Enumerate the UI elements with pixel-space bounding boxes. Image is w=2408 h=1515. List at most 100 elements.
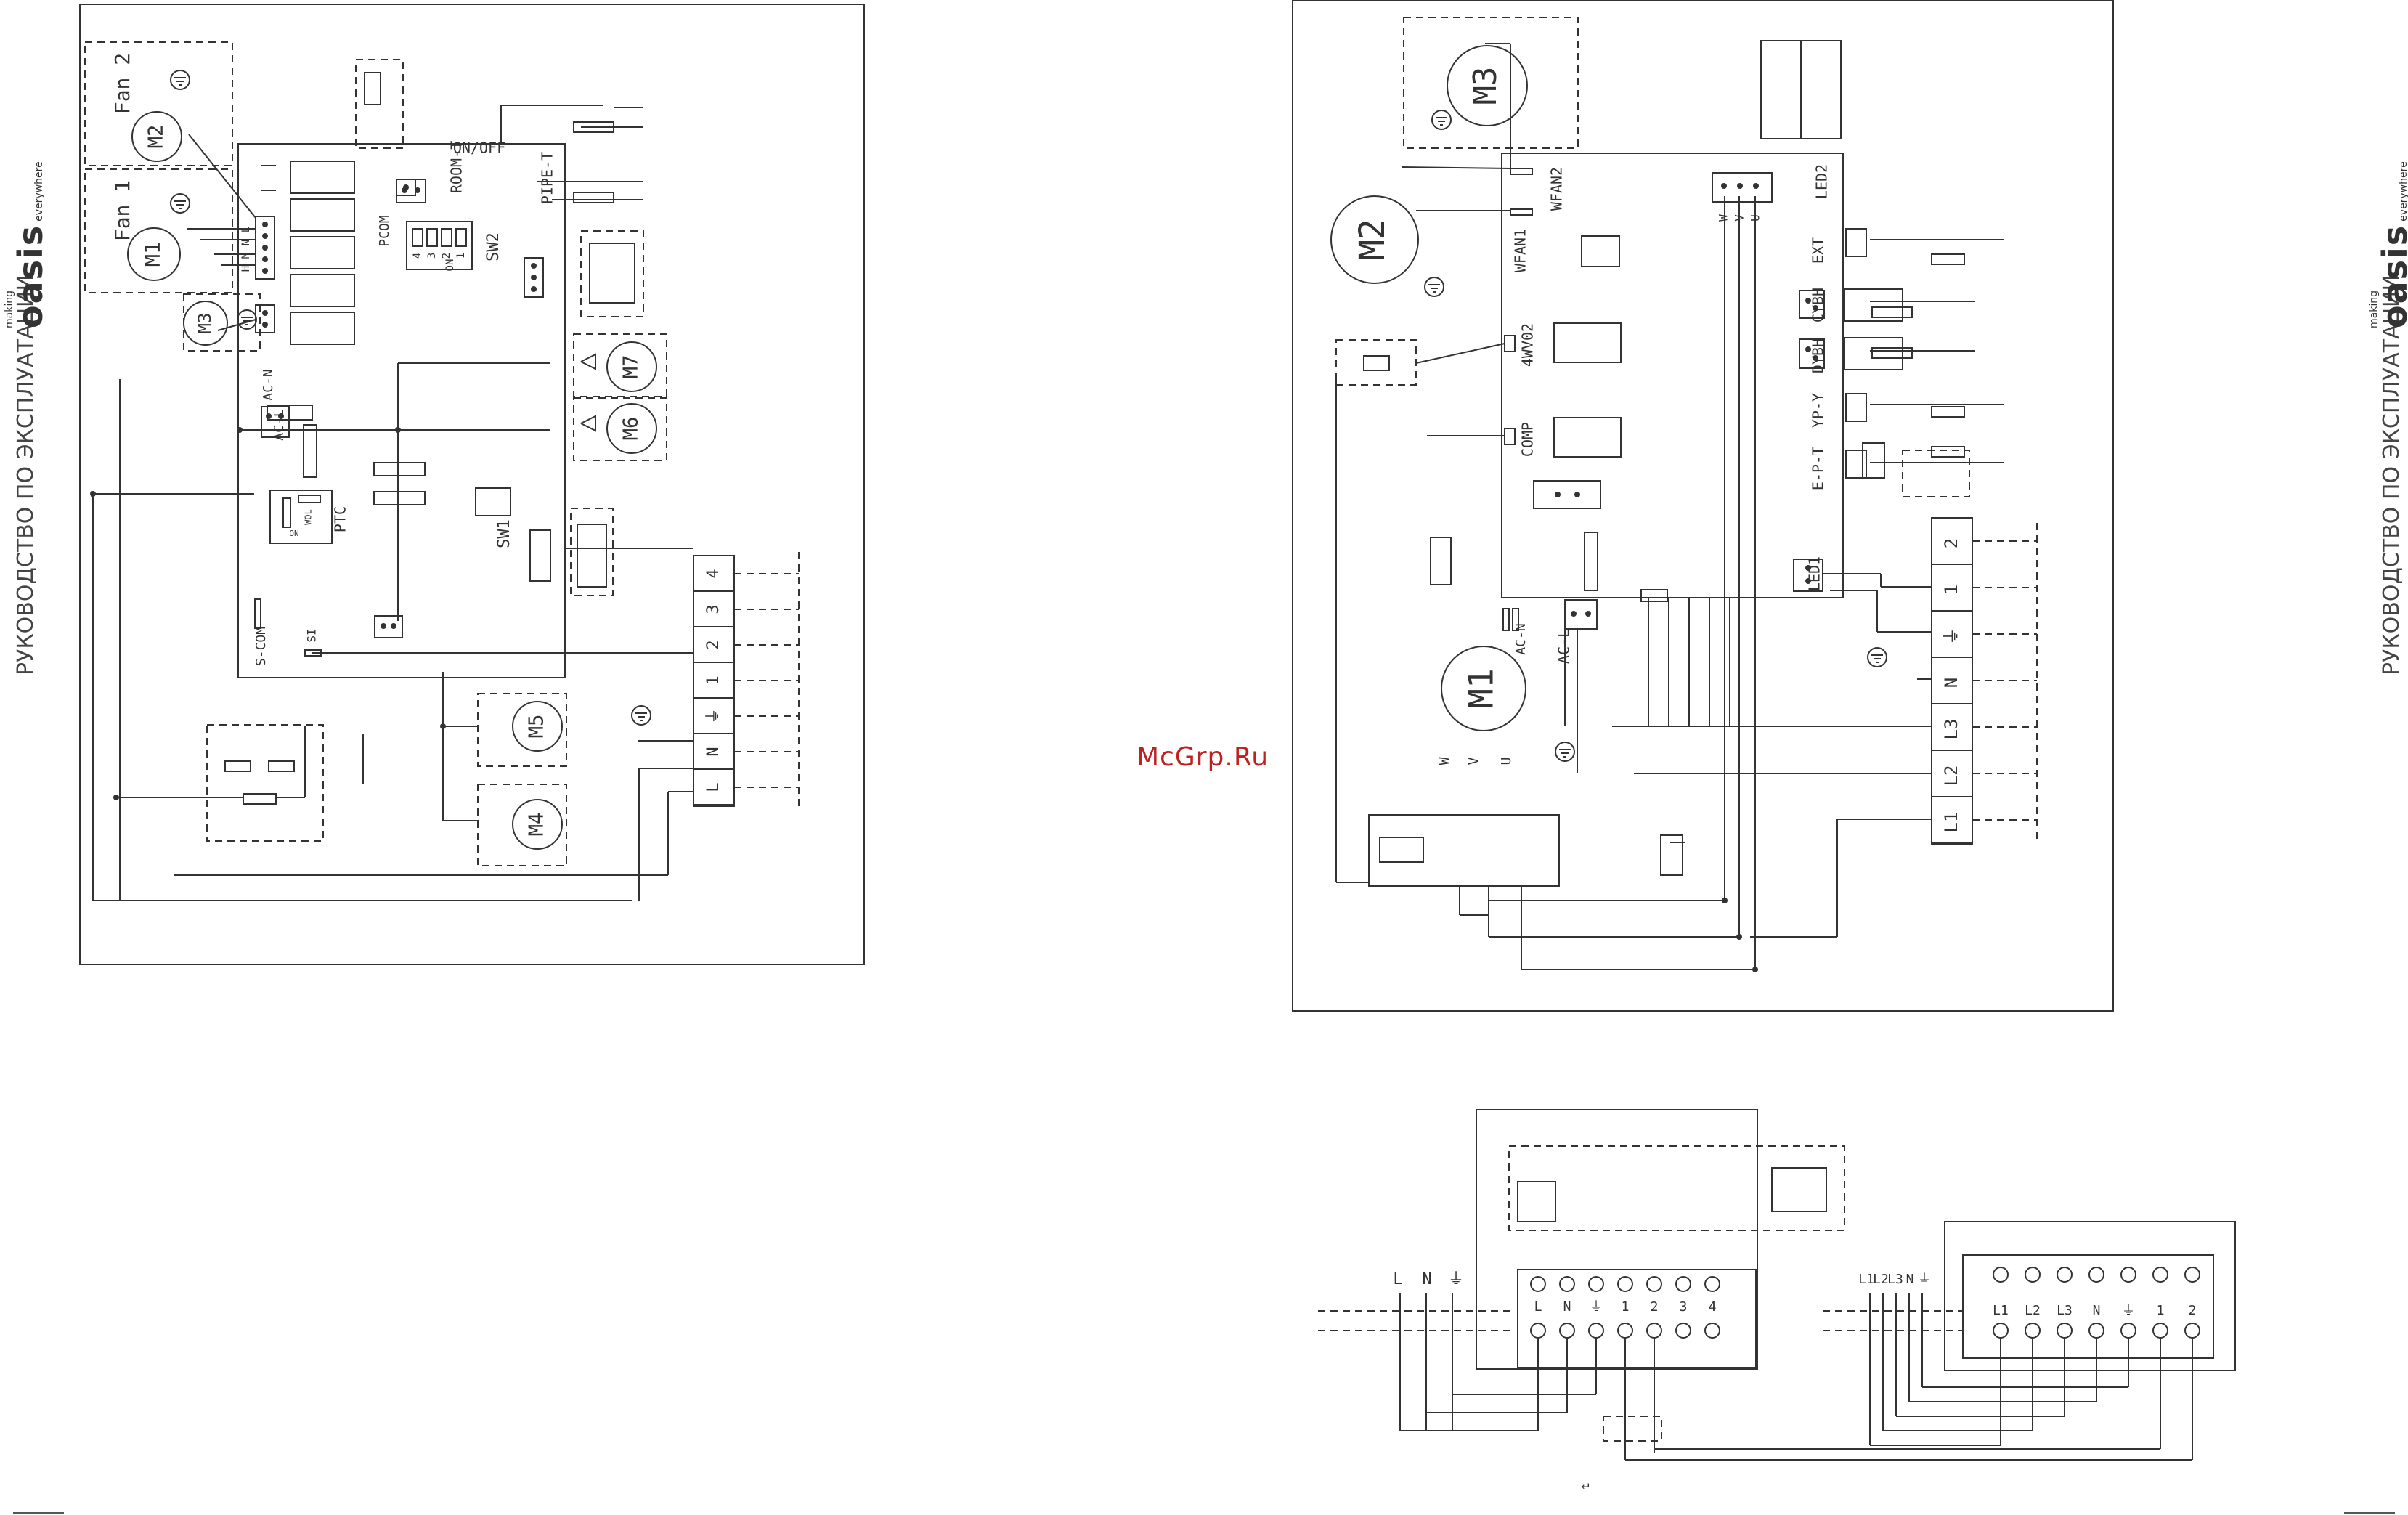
terminal-label: L2 (2025, 1303, 2041, 1318)
supply-label: L (1393, 1270, 1402, 1288)
board-label: WFAN2 (1548, 167, 1566, 211)
terminal-screw (1617, 1276, 1633, 1292)
board-label: ON/OFF (453, 139, 505, 157)
junction-dot (262, 245, 268, 251)
page-footer-line-right (2344, 1512, 2395, 1514)
terminal-label: L3 (2057, 1303, 2073, 1318)
connector (1845, 228, 1867, 257)
junction-dot (262, 222, 268, 227)
connector-letter: M (240, 253, 252, 259)
dip-toggle (412, 228, 423, 247)
terminal-label: 2 (2189, 1303, 2197, 1318)
brand-logo-right: making oasiseverywhere (2368, 161, 2408, 328)
terminal-screw (2025, 1323, 2041, 1339)
terminal-screw (1675, 1276, 1691, 1292)
terminal-label: 2 (1941, 538, 1961, 548)
ground-icon (1431, 110, 1452, 130)
board-pad (1504, 335, 1516, 352)
supply-label: ⏚ (1448, 1270, 1464, 1288)
motor-label: M3 (1467, 67, 1504, 105)
supply-label: N (1422, 1270, 1431, 1288)
terminal-label: 1 (704, 675, 723, 685)
motor-icon (183, 301, 228, 346)
motor-label: M6 (620, 417, 643, 441)
terminal-label: L3 (1941, 719, 1961, 740)
junction-dot (1585, 611, 1591, 617)
junction-dot (1813, 305, 1818, 311)
switch (1871, 347, 1913, 359)
page-footer-line-left (13, 1512, 64, 1514)
junction-dot (1813, 355, 1818, 361)
ground-icon (631, 705, 651, 726)
terminal-label: 3 (704, 604, 723, 614)
terminal-label: 4 (704, 569, 723, 578)
terminal-label: N (1563, 1299, 1571, 1315)
junction-dot (1805, 346, 1811, 352)
terminal-screw (2057, 1267, 2073, 1283)
ground-icon (170, 193, 190, 214)
ground-icon (1555, 742, 1575, 762)
ac-l-block (303, 424, 317, 478)
terminal-label: 1 (1622, 1299, 1630, 1315)
header-connector (373, 491, 426, 505)
display-dashed-box (580, 230, 644, 317)
brand-name: oasis (2375, 224, 2408, 328)
connector (1564, 599, 1598, 630)
si-connector (374, 615, 403, 638)
motor-label: M4 (526, 813, 548, 837)
board-label: SI (305, 628, 319, 642)
relay (1553, 417, 1622, 458)
board-label: E-P-T (1810, 447, 1827, 490)
junction-dot (1555, 492, 1561, 497)
board-label: WOL (304, 509, 314, 525)
junction-dot (266, 413, 272, 419)
connector-strip (577, 524, 607, 588)
terminal-screw (1588, 1323, 1604, 1339)
connector (255, 216, 275, 280)
terminal-label: ⏚ (1590, 1299, 1603, 1315)
thermistor (1931, 446, 1965, 458)
ground-icon (1867, 647, 1887, 667)
junction-dot (262, 310, 268, 316)
junction-dot (1737, 183, 1743, 189)
terminal-screw (2088, 1267, 2104, 1283)
relay (290, 198, 355, 232)
terminal-screw (2152, 1323, 2168, 1339)
terminal-label: ⏚ (1941, 627, 1961, 645)
terminal-label: N (1941, 678, 1961, 688)
board-label: YP-Y (1810, 393, 1827, 428)
board-label: EXT (1810, 237, 1827, 264)
fan1-dashed-box (84, 168, 233, 293)
junction-dot (237, 427, 243, 433)
junction-dot (1574, 492, 1580, 497)
indoor-terminal-strip (1517, 1269, 1757, 1368)
connector (261, 406, 290, 438)
header-connector (373, 462, 426, 476)
diagram1-control-board (237, 143, 566, 678)
fuse (224, 760, 251, 772)
motor-icon (606, 341, 657, 392)
m7-dashed-box (573, 333, 667, 397)
terminal-screw (1559, 1323, 1575, 1339)
board-label: AC-N (261, 369, 276, 400)
arrow-icon (580, 353, 596, 370)
terminal-label: 4 (1709, 1299, 1717, 1315)
board-pad (1510, 208, 1533, 216)
uvw-label: U (1499, 758, 1514, 765)
thermistor (1931, 406, 1965, 418)
pcom-connector (396, 179, 426, 203)
m4-dashed-box (477, 784, 567, 866)
motor-label: M5 (526, 715, 548, 739)
terminal-screw (2120, 1323, 2136, 1339)
board-label: WFAN1 (1512, 229, 1529, 272)
board-label: COMP (1519, 422, 1537, 457)
ground-icon (170, 70, 190, 90)
connector (1533, 480, 1601, 509)
supply-label: L2 (1873, 1272, 1889, 1287)
motor-icon (606, 403, 657, 454)
junction-dot (440, 723, 446, 729)
relay (290, 236, 355, 269)
junction-dot (1571, 611, 1577, 617)
junction-dot (415, 187, 420, 193)
terminal-screw (2184, 1323, 2200, 1339)
